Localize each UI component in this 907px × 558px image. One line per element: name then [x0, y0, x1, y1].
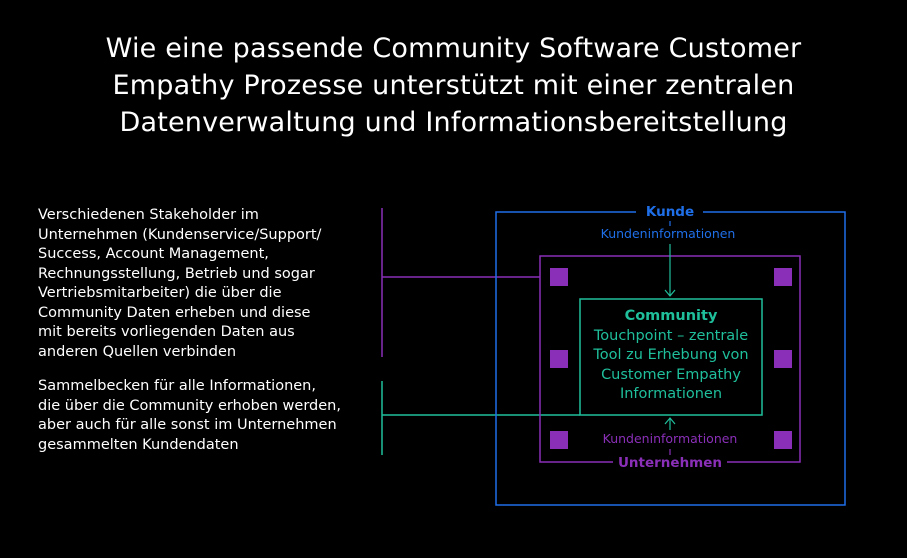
text-line: anderen Quellen verbinden: [38, 343, 237, 360]
community-line: Informationen: [619, 386, 723, 402]
community-box: [579, 298, 763, 416]
text-line: die über die Community erhoben werden,: [38, 397, 341, 414]
kunde-info-label: Kundeninformationen: [601, 226, 736, 241]
arrow-bottom-head: [664, 417, 676, 425]
text-line: gesammelten Kundendaten: [38, 436, 239, 453]
stakeholder-square: [550, 431, 568, 449]
collection-description: Sammelbecken für alle Informationen, die…: [38, 377, 341, 455]
stakeholder-square: [550, 268, 568, 286]
text-line: Unternehmen (Kundenservice/Support/: [38, 226, 322, 243]
text-line: Verschiedenen Stakeholder im: [38, 207, 259, 223]
stakeholder-description: Verschiedenen Stakeholder im Unternehmen…: [38, 206, 321, 362]
kunde-label: Kunde: [646, 204, 694, 220]
stakeholder-square: [550, 350, 568, 368]
community-line: Customer Empathy: [601, 366, 741, 383]
community-title: Community: [624, 308, 718, 324]
text-line: Rechnungsstellung, Betrieb und sogar: [38, 265, 315, 282]
community-line: Tool zu Erhebung von: [593, 347, 749, 363]
text-line: aber auch für alle sonst im Unternehmen: [38, 417, 337, 433]
text-line: Vertriebsmitarbeiter) die über die: [38, 285, 282, 301]
arrow-top-head: [664, 289, 676, 297]
stakeholder-square: [774, 268, 792, 286]
community-content: Community Touchpoint – zentrale Tool zu …: [580, 307, 762, 405]
stakeholder-square: [774, 431, 792, 449]
title-line-2: Empathy Prozesse unterstützt mit einer z…: [112, 70, 795, 101]
stakeholder-square: [774, 350, 792, 368]
title-line-3: Datenverwaltung und Informationsbereitst…: [119, 107, 788, 138]
page-title: Wie eine passende Community Software Cus…: [40, 30, 867, 141]
title-line-1: Wie eine passende Community Software Cus…: [105, 33, 802, 64]
community-line: Touchpoint – zentrale: [593, 327, 749, 344]
text-line: Community Daten erheben und diese: [38, 304, 311, 321]
kunde-box: [495, 211, 846, 506]
text-line: Sammelbecken für alle Informationen,: [38, 378, 316, 394]
text-line: mit bereits vorliegenden Daten aus: [38, 324, 295, 340]
text-line: Success, Account Management,: [38, 246, 269, 262]
unternehmen-label: Unternehmen: [618, 455, 722, 471]
unternehmen-info-label: Kundeninformationen: [603, 431, 738, 446]
